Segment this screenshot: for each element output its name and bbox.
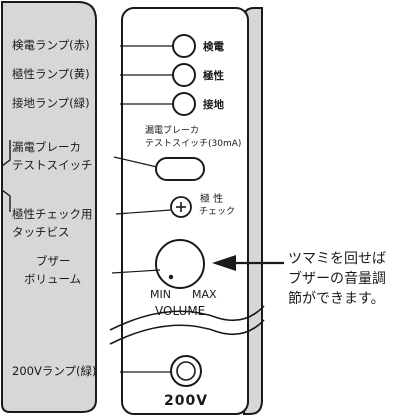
lamp-polarity xyxy=(172,63,196,87)
panel-text-volume: VOLUME xyxy=(155,304,206,318)
leader-line xyxy=(115,209,172,215)
panel-text-max: MAX xyxy=(192,288,217,301)
label-polarity-lamp: 極性ランプ(黄) xyxy=(12,67,90,81)
label-leak-test-2: テストスイッチ xyxy=(12,158,93,172)
device-edge-bracket xyxy=(1,140,11,212)
panel-text-min: MIN xyxy=(150,288,171,301)
panel-text-polarity-check-2: チェック xyxy=(199,207,236,217)
annotation-line-3: 節ができます。 xyxy=(288,291,385,307)
label-ground-lamp: 接地ランプ(緑) xyxy=(12,96,90,110)
label-200v-lamp: 200Vランプ(緑) xyxy=(12,364,97,378)
label-polarity-screw-1: 極性チェック用 xyxy=(12,207,93,221)
volume-knob xyxy=(155,239,205,289)
annotation-arrow-head xyxy=(212,255,236,271)
label-buzzer-1: ブザー xyxy=(36,254,71,268)
panel-text-polarity: 極性 xyxy=(203,70,224,82)
lamp-detect xyxy=(172,34,196,58)
volume-knob-pointer xyxy=(168,274,174,280)
break-line xyxy=(109,319,265,345)
label-detect-lamp: 検電ランプ(赤) xyxy=(12,38,90,52)
panel-text-voltage: 200V xyxy=(164,393,209,409)
leader-line xyxy=(111,269,161,274)
leak-test-switch xyxy=(155,157,205,181)
device-body xyxy=(1,1,97,413)
lamp-ground xyxy=(172,92,196,116)
panel-text-polarity-check-1: 極 性 xyxy=(200,194,224,205)
annotation-line-2: ブザーの音量調 xyxy=(288,271,386,287)
label-leak-test-1: 漏電ブレーカ xyxy=(12,140,81,154)
panel-text-leak-2: テストスイッチ(30mA) xyxy=(145,139,242,149)
leader-line xyxy=(113,156,158,168)
break-line xyxy=(109,305,265,331)
panel-text-leak-1: 漏電ブレーカ xyxy=(145,126,200,136)
annotation-line-1: ツマミを回せば xyxy=(288,251,386,267)
label-buzzer-2: ボリューム xyxy=(24,272,82,286)
label-polarity-screw-2: タッチビス xyxy=(12,225,70,239)
panel-text-detect: 検電 xyxy=(203,41,224,53)
panel-text-ground: 接地 xyxy=(203,99,224,111)
